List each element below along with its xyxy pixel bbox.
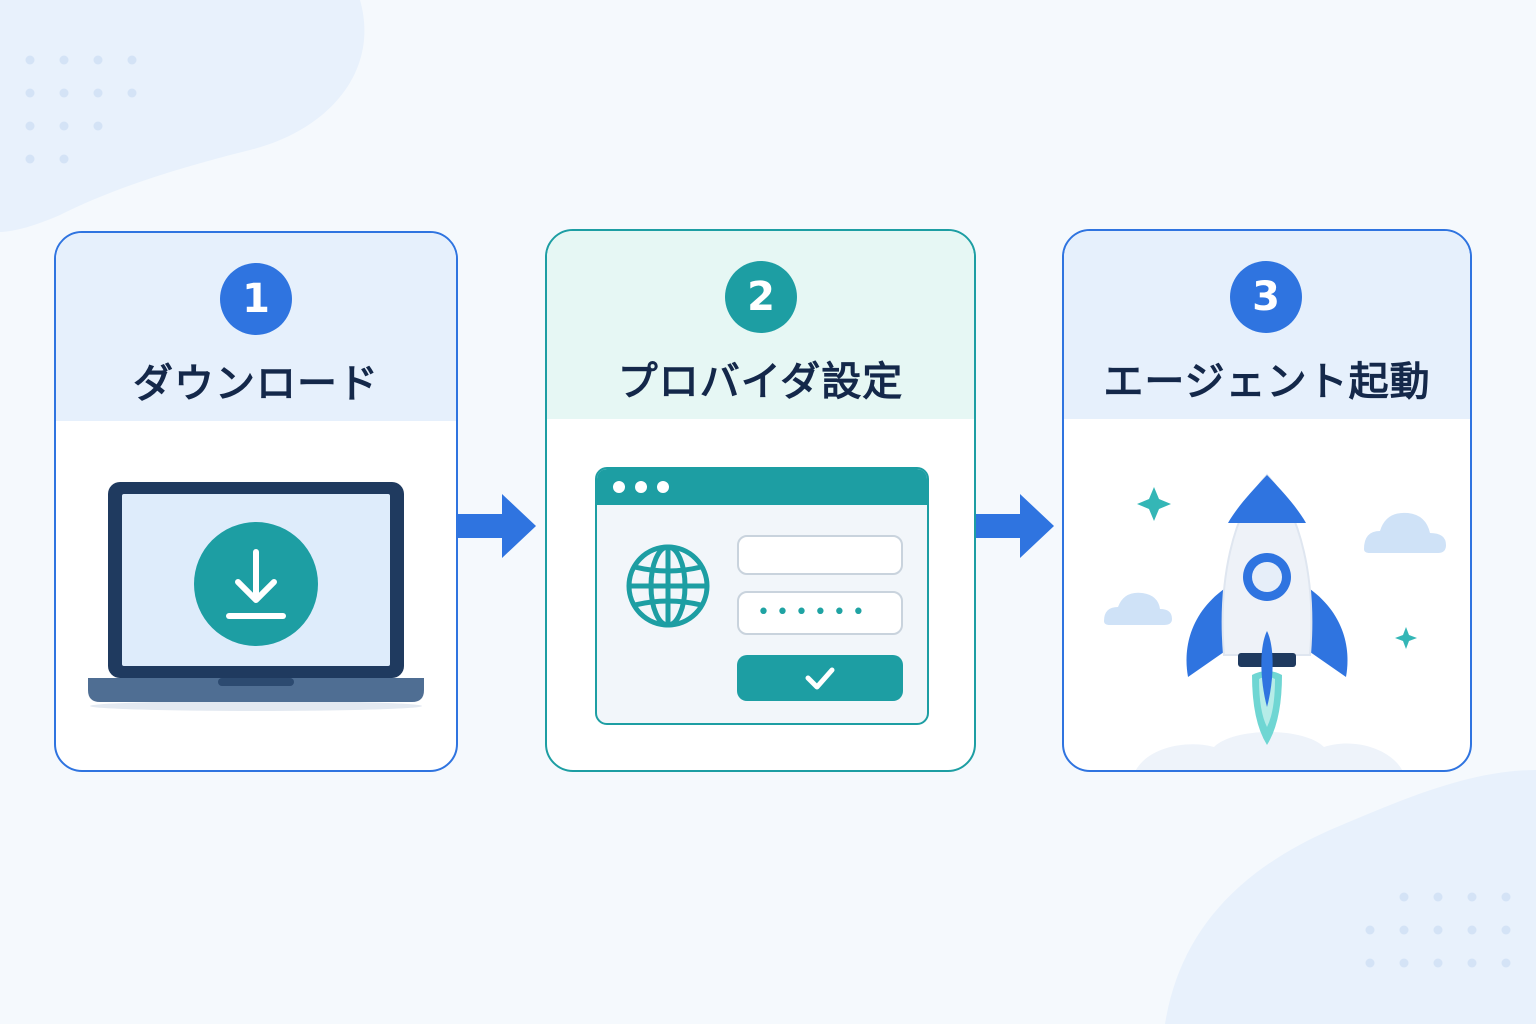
window-titlebar (597, 469, 927, 505)
step-number-badge: 1 (220, 263, 292, 335)
step-title: プロバイダ設定 (617, 359, 904, 405)
username-input[interactable] (737, 535, 903, 575)
step-number-badge: 3 (1230, 261, 1302, 333)
arrow-right-icon (458, 494, 536, 558)
password-input[interactable]: •••••• (737, 591, 903, 635)
password-mask: •••••• (757, 600, 871, 625)
globe-icon (626, 544, 710, 628)
step-card-download: 1 ダウンロード (54, 231, 458, 772)
step-card-provider-settings: 2 プロバイダ設定 •••••• (545, 229, 976, 772)
step-card-agent-launch: 3 エージェント起動 (1062, 229, 1472, 772)
rocket-icon (1104, 473, 1446, 770)
arrow-right-icon (976, 494, 1054, 558)
settings-form-window: •••••• (595, 467, 929, 725)
step-title: エージェント起動 (1103, 359, 1431, 405)
confirm-button[interactable] (737, 655, 903, 701)
window-dots-icon (613, 481, 669, 493)
check-icon (805, 667, 835, 690)
step-number-badge: 2 (725, 261, 797, 333)
laptop-download-icon (88, 482, 424, 711)
step-title: ダウンロード (133, 361, 379, 407)
